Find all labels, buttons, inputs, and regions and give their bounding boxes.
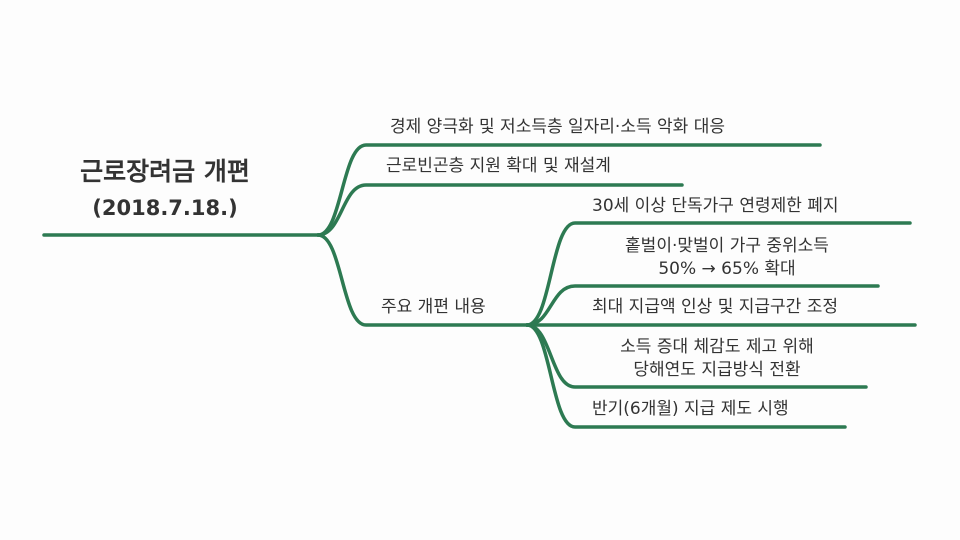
- item-label-line-1: 소득 증대 체감도 제고 위해: [620, 337, 814, 357]
- link-support: [316, 183, 684, 237]
- item-label-line-2: 당해연도 지급방식 전환: [633, 360, 801, 380]
- branch-background-label: 경제 양극화 및 저소득층 일자리·소득 악화 대응: [390, 117, 725, 137]
- item-label-line-2: 50% → 65% 확대: [658, 259, 796, 279]
- branch-support-label: 근로빈곤층 지원 확대 및 재설계: [386, 156, 611, 176]
- link-main: [316, 233, 529, 327]
- link-item-5: [525, 323, 847, 429]
- item-label: 30세 이상 단독가구 연령제한 폐지: [592, 196, 839, 216]
- connector-group: [42, 143, 917, 429]
- item-label: 반기(6개월) 지급 제도 시행: [592, 399, 789, 419]
- item-label: 최대 지급액 인상 및 지급구간 조정: [592, 297, 838, 317]
- item-label-line-1: 홑벌이·맞벌이 가구 중위소득: [625, 236, 829, 256]
- root-date: (2018.7.18.): [92, 196, 238, 220]
- link-item-1: [525, 221, 912, 327]
- root-title: 근로장려금 개편: [80, 157, 250, 186]
- link-background: [316, 143, 822, 237]
- branch-main-label: 주요 개편 내용: [381, 297, 486, 317]
